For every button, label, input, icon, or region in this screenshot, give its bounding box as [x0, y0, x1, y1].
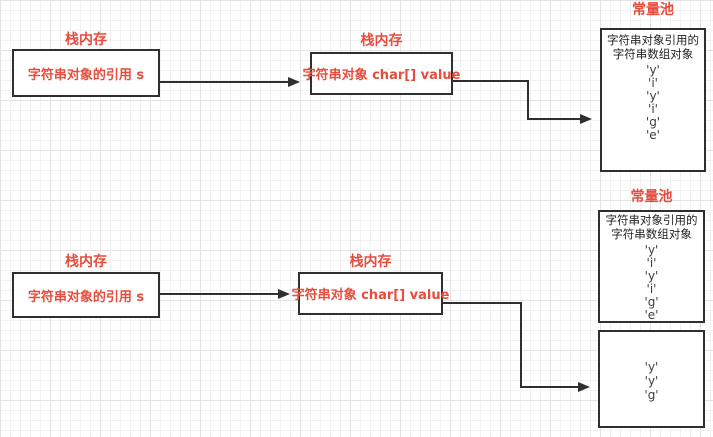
stack-memory-label-top-middle: 栈内存	[360, 33, 403, 49]
char-item: 'e'	[646, 128, 660, 142]
string-object-text-top: 字符串对象 char[] value	[302, 68, 461, 83]
char-item: 'i'	[646, 282, 657, 296]
stack-ref-box-bottom: 字符串对象的引用 s	[12, 272, 160, 318]
char-item: 'e'	[644, 308, 659, 322]
char-item: 'y'	[644, 243, 659, 257]
constant-pool-label-bottom: 常量池	[630, 189, 673, 205]
char-item: 'i'	[646, 256, 657, 270]
char-item: 'g'	[644, 387, 659, 402]
char-item: 'g'	[645, 115, 661, 129]
char-item: 'y'	[644, 373, 659, 388]
stack-memory-label-bottom-middle: 栈内存	[349, 254, 392, 270]
constant-pool-box-bottom: 字符串对象引用的字符串数组对象 'y' 'i' 'y' 'i' 'g' 'e'	[598, 210, 705, 323]
stack-ref-box-top: 字符串对象的引用 s	[12, 49, 160, 97]
constant-pool-box-top: 字符串对象引用的字符串数组对象 'y' 'i' 'y' 'i' 'g' 'e'	[600, 28, 706, 172]
char-item: 'y'	[646, 89, 660, 103]
stack-memory-label-bottom-left: 栈内存	[65, 254, 107, 270]
char-item: 'i'	[648, 76, 658, 90]
arrow-object-to-new-pool-bottom-icon	[443, 302, 590, 392]
pool-description-top: 字符串对象引用的字符串数组对象	[607, 33, 699, 61]
string-object-box-bottom: 字符串对象 char[] value	[292, 272, 449, 315]
char-item: 'y'	[646, 63, 660, 77]
char-item: 'y'	[644, 359, 659, 374]
char-item: 'g'	[644, 295, 659, 309]
stack-memory-label-top-left: 栈内存	[65, 32, 107, 48]
stack-ref-text-bottom: 字符串对象的引用 s	[27, 289, 145, 305]
char-item: 'y'	[644, 269, 659, 283]
pool-description-bottom: 字符串对象引用的字符串数组对象	[605, 213, 698, 241]
char-item: 'i'	[648, 102, 658, 116]
stack-ref-text-top: 字符串对象的引用 s	[27, 67, 145, 83]
constant-pool-label-top: 常量池	[632, 2, 674, 18]
arrow-object-to-pool-top-icon	[453, 80, 592, 124]
string-object-text-bottom: 字符串对象 char[] value	[291, 288, 450, 303]
string-object-box-top: 字符串对象 char[] value	[303, 52, 460, 95]
new-char-array-box-bottom: 'y' 'y' 'g'	[598, 330, 705, 428]
